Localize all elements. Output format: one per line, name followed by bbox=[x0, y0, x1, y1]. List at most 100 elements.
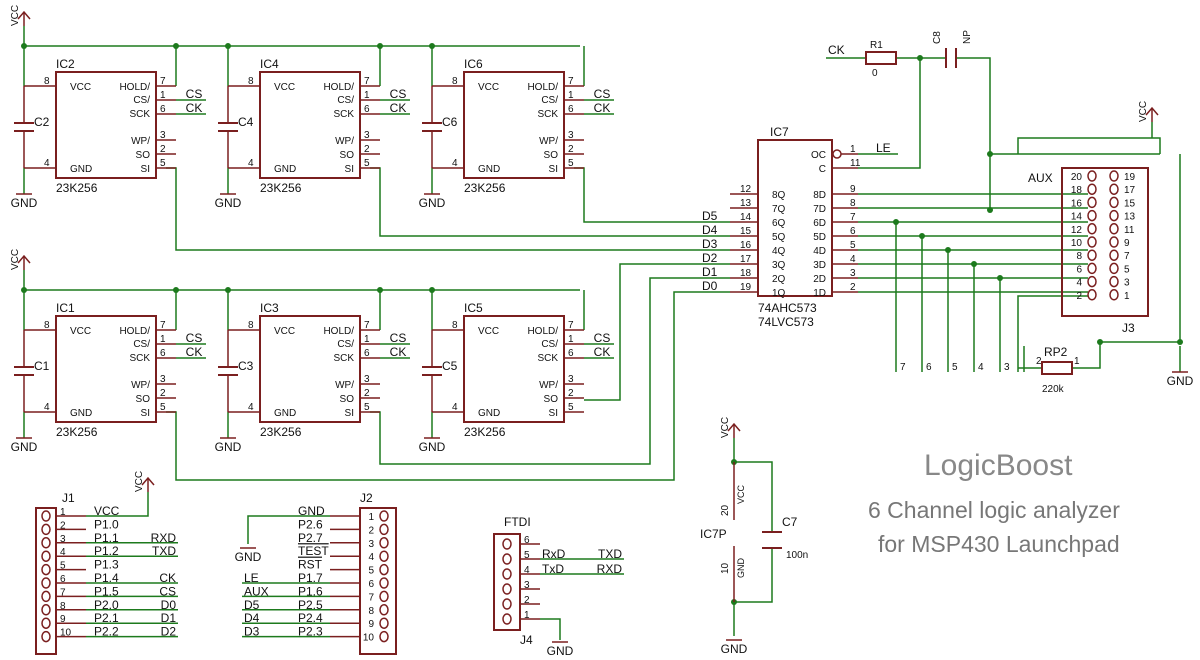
net-ck-label: CK bbox=[594, 345, 611, 359]
pin-num: 3 bbox=[850, 268, 856, 279]
j3-pin-num: 16 bbox=[1071, 198, 1083, 209]
gnd-label: GND bbox=[547, 644, 574, 658]
j2-pin-num: 5 bbox=[368, 566, 374, 577]
pin-num: 5 bbox=[568, 158, 574, 169]
pin-name-hold: HOLD/ bbox=[323, 82, 354, 93]
j2-net-label: D4 bbox=[244, 611, 260, 625]
j1-net-label: CS bbox=[159, 584, 176, 598]
net-d3 bbox=[166, 167, 730, 251]
net-cs-label: CS bbox=[390, 87, 407, 101]
pin-name-cs: CS/ bbox=[337, 95, 354, 106]
pin-num: 2 bbox=[568, 144, 574, 155]
pin-num: 17 bbox=[740, 254, 752, 265]
j3-body bbox=[1061, 167, 1149, 317]
gnd-label: GND bbox=[235, 550, 262, 564]
pin-name-wp: WP/ bbox=[539, 380, 558, 391]
wire bbox=[956, 57, 991, 210]
gnd-label: GND bbox=[11, 196, 38, 210]
j2-pin-num: 1 bbox=[368, 512, 374, 523]
pin-name-sck: SCK bbox=[537, 353, 558, 364]
pin-num: 5 bbox=[160, 158, 166, 169]
chip-part: 23K256 bbox=[464, 181, 506, 195]
latch-d-pin-name: 1D bbox=[813, 288, 826, 299]
wire bbox=[1072, 341, 1180, 369]
chip-ref: IC3 bbox=[260, 301, 279, 315]
labels-layer: IC223K256VCCGNDHOLD/CS/SCKWP/SOSI8471632… bbox=[10, 5, 1194, 658]
gnd-label: GND bbox=[419, 440, 446, 454]
pin-name-gnd: GND bbox=[70, 164, 92, 175]
wire bbox=[858, 58, 921, 169]
pin-name-wp: WP/ bbox=[539, 136, 558, 147]
pin-num: 2 bbox=[364, 388, 370, 399]
ftdi-body bbox=[493, 533, 521, 631]
pin-num: 5 bbox=[364, 158, 370, 169]
pin-num: 2 bbox=[850, 282, 856, 293]
latch-d-pin-name: 7D bbox=[813, 204, 826, 215]
pin-num: 8 bbox=[44, 76, 50, 87]
vcc-label: VCC bbox=[1138, 101, 1149, 122]
latch-q-pin-name: 4Q bbox=[772, 246, 786, 257]
sram-chip-body bbox=[463, 71, 565, 179]
j3-pin-num: 10 bbox=[1071, 238, 1083, 249]
pin-name-wp: WP/ bbox=[131, 380, 150, 391]
pin-num: 11 bbox=[850, 158, 861, 169]
wires-layer bbox=[21, 26, 1183, 640]
vcc-label: VCC bbox=[10, 5, 21, 26]
pin-num: 1 bbox=[364, 90, 370, 101]
j3-pin-num: 4 bbox=[1076, 278, 1082, 289]
j3-pin-ring bbox=[1109, 262, 1119, 275]
pin-name-sck: SCK bbox=[537, 109, 558, 120]
ftdi-pin-ring bbox=[502, 583, 512, 595]
ftdi-net-rx: TXD bbox=[598, 547, 622, 561]
j2-signal: P2.4 bbox=[298, 611, 323, 625]
pin-num: 4 bbox=[452, 402, 458, 413]
vcc-label: VCC bbox=[134, 471, 145, 492]
j2-body bbox=[359, 507, 397, 655]
j1-pin-ring bbox=[41, 577, 51, 589]
latch-q-pin-name: 6Q bbox=[772, 218, 786, 229]
pin-name-cs: CS/ bbox=[541, 95, 558, 106]
j2-signal: P2.7 bbox=[298, 531, 323, 545]
pin-num: 7 bbox=[364, 76, 370, 87]
gnd-label: GND bbox=[419, 196, 446, 210]
pin-num: 6 bbox=[568, 104, 574, 115]
rp2-ref: RP2 bbox=[1044, 345, 1068, 359]
j1-signal: P2.0 bbox=[94, 598, 119, 612]
j3-pin-ring bbox=[1087, 289, 1097, 301]
j2-net-label: AUX bbox=[244, 584, 269, 598]
pin-name-cs: CS/ bbox=[337, 339, 354, 350]
pin-name-si: SI bbox=[549, 164, 558, 175]
r1-body bbox=[865, 51, 897, 65]
pin-num: 3 bbox=[160, 374, 166, 385]
j3-pin-ring bbox=[1109, 183, 1119, 195]
j3-pin-ring bbox=[1109, 209, 1119, 222]
rp2-tap-num: 6 bbox=[926, 362, 932, 373]
j2-pin-num: 7 bbox=[368, 592, 374, 603]
pin-name-si: SI bbox=[141, 164, 150, 175]
ftdi-pin-num: 1 bbox=[524, 610, 530, 621]
pin-name-vcc: VCC bbox=[274, 326, 295, 337]
chip-ref: IC5 bbox=[464, 301, 483, 315]
pin-num: 4 bbox=[850, 254, 856, 265]
j3-pin-num: 15 bbox=[1124, 198, 1136, 209]
j2-pin-num: 9 bbox=[368, 619, 374, 630]
pin-name-gnd: GND bbox=[478, 408, 500, 419]
pin-num: 6 bbox=[160, 348, 166, 359]
vcc-symbol bbox=[1145, 106, 1159, 116]
j3-pin-ring bbox=[1087, 275, 1097, 288]
net-le-label: LE bbox=[876, 141, 891, 155]
ftdi-pin-ring bbox=[502, 568, 512, 580]
j3-pin-num: 13 bbox=[1124, 212, 1136, 223]
j2-pin-ring bbox=[379, 523, 389, 536]
j3-aux-label: AUX bbox=[1028, 171, 1053, 185]
j3-pin-num: 1 bbox=[1124, 291, 1130, 302]
chip-ref: IC1 bbox=[56, 301, 75, 315]
j2-pin-num: 8 bbox=[368, 606, 374, 617]
j2-ref: J2 bbox=[360, 491, 373, 505]
diagram-subtitle-line1: 6 Channel logic analyzer bbox=[868, 497, 1120, 523]
ftdi-pin-num: 6 bbox=[524, 535, 530, 546]
latch-q-pin-name: 1Q bbox=[772, 288, 786, 299]
ftdi-pin-ring bbox=[502, 598, 512, 610]
cap-ref: C6 bbox=[442, 115, 458, 129]
sram-chip-body bbox=[463, 315, 565, 423]
